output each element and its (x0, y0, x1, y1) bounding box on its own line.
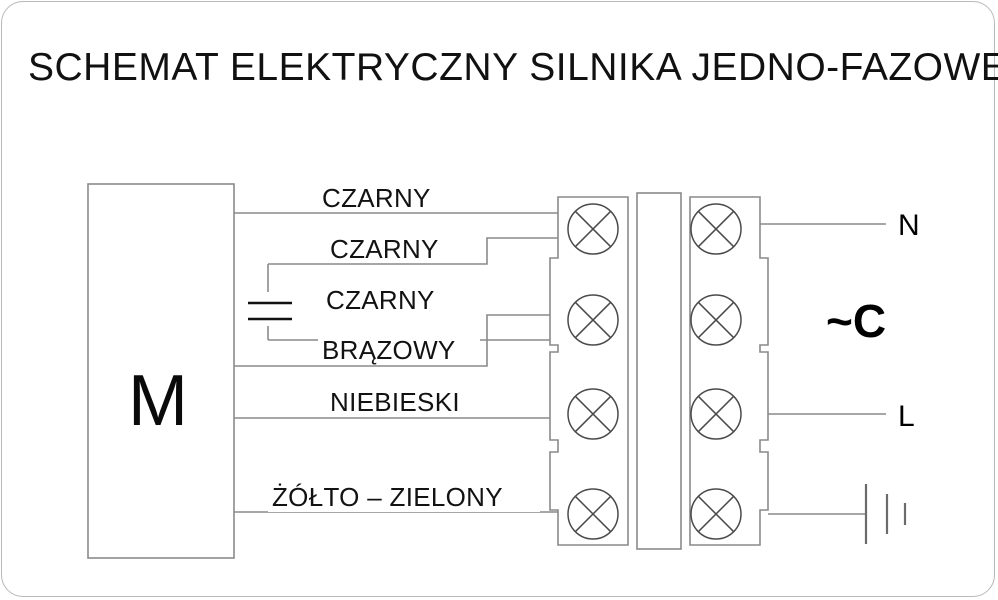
earth-ground-symbol (768, 484, 907, 544)
wire-path-brazowy (234, 339, 558, 367)
terminal-screw-right-4 (690, 488, 742, 540)
wire-czarny-2 (268, 237, 558, 265)
wire-label-text-czarny-1: CZARNY (322, 183, 431, 213)
motor-body (87, 183, 235, 559)
ac-symbol-glyph: ~C (826, 295, 886, 347)
terminal-screw-left-1 (567, 203, 619, 255)
terminal-screw-right-1 (690, 203, 742, 255)
motor-block: M (87, 183, 235, 559)
wire-label-text-czarny-2: CZARNY (330, 234, 439, 264)
terminal-center-bar (636, 192, 682, 550)
wire-label-text-brazowy: BRĄZOWY (322, 335, 456, 365)
line-label: L (898, 400, 915, 433)
terminal-screw-left-2 (567, 294, 619, 346)
terminal-screw-left-3 (567, 388, 619, 440)
wire-label-zolto-zielony: ŻÓŁTO – ZIELONY (268, 482, 540, 512)
motor-label: M (128, 361, 188, 441)
wire-label-brazowy: BRĄZOWY (318, 334, 480, 365)
wire-brazowy (234, 339, 558, 367)
terminal-screw-left-4 (567, 488, 619, 540)
wire-label-text-zolto-zielony: ŻÓŁTO – ZIELONY (272, 482, 503, 512)
terminal-strip (549, 192, 769, 550)
terminal-left-body (549, 196, 629, 546)
neutral-label: N (898, 209, 920, 242)
page-title: SCHEMAT ELEKTRYCZNY SILNIKA JEDNO-FAZOWE… (28, 46, 998, 89)
wire-label-czarny-2: CZARNY (326, 234, 472, 264)
ac-capacitor-symbol: ~C (826, 295, 886, 347)
wire-label-text-czarny-3: CZARNY (326, 285, 435, 315)
supply-line: L (768, 400, 915, 433)
terminal-right-body (689, 196, 769, 546)
terminal-screw-right-2 (690, 294, 742, 346)
supply-neutral: N (760, 209, 920, 242)
run-capacitor (248, 264, 292, 340)
terminal-screw-right-3 (690, 388, 742, 440)
wire-label-niebieski: NIEBIESKI (326, 387, 478, 417)
wire-label-czarny-3: CZARNY (322, 285, 468, 315)
wire-path-czarny-2 (268, 237, 558, 265)
wire-label-text-niebieski: NIEBIESKI (330, 387, 460, 417)
wire-label-czarny-1: CZARNY (318, 183, 464, 213)
